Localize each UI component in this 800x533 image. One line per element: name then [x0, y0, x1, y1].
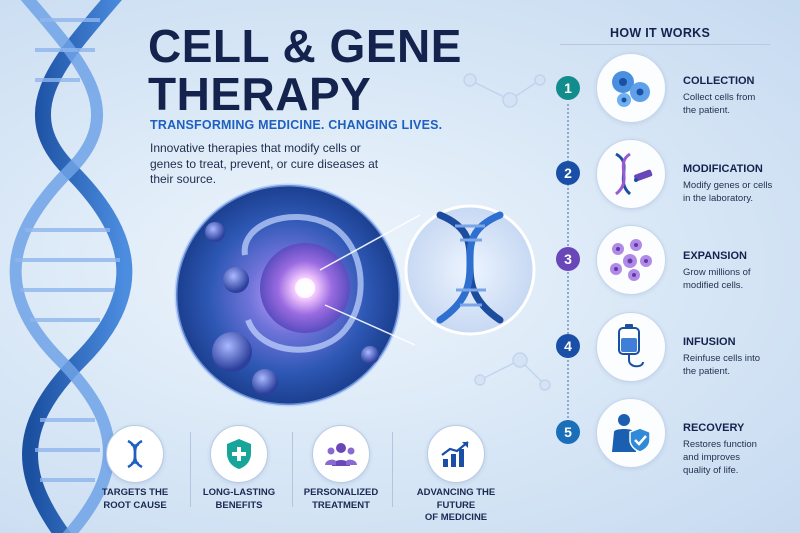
heading-divider: [560, 44, 770, 45]
divider: [292, 432, 293, 507]
divider: [392, 432, 393, 507]
dna-zoom-illustration: [404, 204, 536, 336]
people-icon: [312, 425, 370, 483]
step-1-number: 1: [556, 76, 580, 100]
cells-icon: [596, 53, 666, 123]
step-4-number: 4: [556, 334, 580, 358]
how-it-works-heading: HOW IT WORKS: [610, 26, 711, 40]
step-2-number: 2: [556, 161, 580, 185]
step-3-number: 3: [556, 247, 580, 271]
cell-cluster-icon: [596, 225, 666, 295]
iv-bag-icon: [596, 312, 666, 382]
molecule-pattern: [463, 73, 551, 391]
description: Innovative therapies that modify cells o…: [150, 141, 379, 186]
person-shield-icon: [596, 398, 666, 468]
tagline: TRANSFORMING MEDICINE. CHANGING LIVES.: [150, 118, 443, 132]
page-title: CELL & GENE THERAPY: [148, 20, 462, 120]
dna-edit-icon: [596, 139, 666, 209]
divider: [190, 432, 191, 507]
growth-chart-icon: [427, 425, 485, 483]
dna-icon: [106, 425, 164, 483]
step-5-number: 5: [556, 420, 580, 444]
shield-plus-icon: [210, 425, 268, 483]
cell-illustration: [174, 183, 402, 407]
